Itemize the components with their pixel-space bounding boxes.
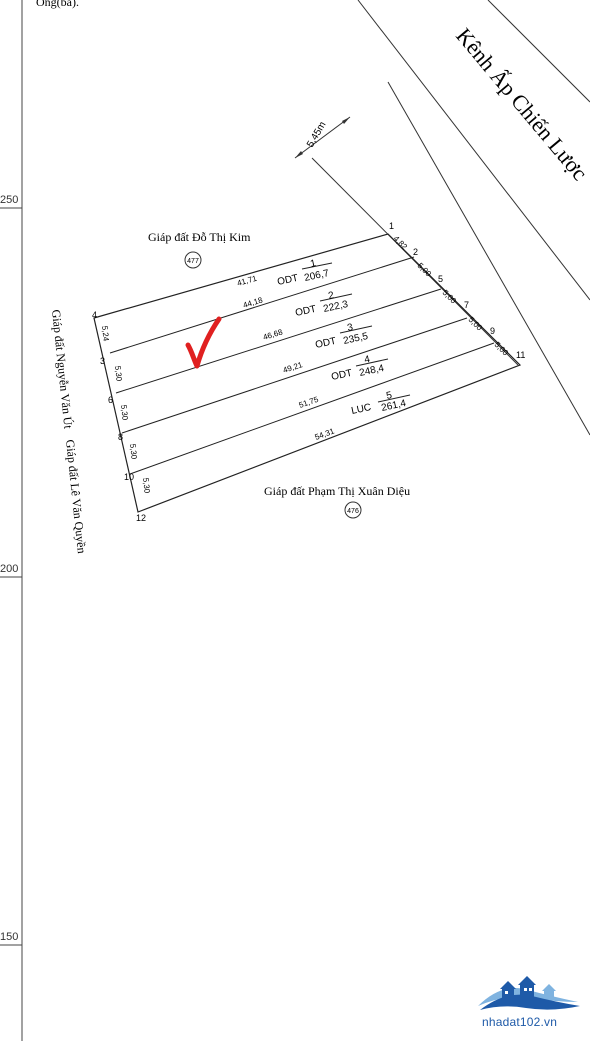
road-width-dimension <box>294 116 351 159</box>
right-width: 4,82 <box>392 234 410 252</box>
house-logo-icon <box>478 976 580 1010</box>
lot-label-2: ODT 2 222,3 <box>294 290 349 319</box>
lot-area: 248,4 <box>358 363 385 379</box>
neighbor-bottom-parcel: 476 <box>347 508 359 515</box>
top-owner-text: Ông(bà). <box>36 0 79 9</box>
label-rule <box>355 358 389 367</box>
point-label: 4 <box>92 310 97 320</box>
label-rule <box>377 394 411 403</box>
point-label: 1 <box>389 221 394 231</box>
point-label: 2 <box>413 247 418 257</box>
label-rule <box>301 262 333 270</box>
lot-label-1: ODT 1 206,7 <box>276 258 330 288</box>
lot-divider <box>129 342 495 475</box>
lot-divider <box>121 317 468 434</box>
lot-area: 235,5 <box>342 331 369 347</box>
parcel-circle <box>184 251 202 269</box>
lot-type: ODT <box>314 336 337 351</box>
road-width-label: 5,45m <box>305 120 328 150</box>
lot-label-3: ODT 3 235,5 <box>314 322 369 351</box>
neighbor-bottom-label: Giáp đất Phạm Thị Xuân Diệu <box>264 484 410 498</box>
point-label: 9 <box>490 326 495 336</box>
neighbor-left-label-1: Giáp đất Nguyễn Văn Út <box>49 309 76 430</box>
arrow-icon <box>295 151 303 158</box>
canal-bank-line <box>387 81 590 436</box>
parcel-outline <box>93 233 522 513</box>
ruler-label: 200 <box>0 563 21 575</box>
lot-number: 4 <box>363 354 371 366</box>
ruler-label: 150 <box>0 931 21 943</box>
right-width: 5,00 <box>441 288 459 306</box>
lot-area: 222,3 <box>322 299 349 315</box>
arrow-icon <box>342 117 350 124</box>
lot-number: 1 <box>309 258 317 270</box>
left-width: 5,30 <box>128 443 139 460</box>
lot-area: 206,7 <box>303 268 330 284</box>
point-label: 8 <box>118 432 123 442</box>
lot-number: 3 <box>346 322 354 334</box>
point-label: 12 <box>136 513 146 523</box>
neighbor-left-label-2: Giáp đất Lê Văn Quyền <box>63 439 89 554</box>
neighbor-top-label: Giáp đất Đỗ Thị Kim <box>148 230 251 244</box>
lot-divider <box>115 288 442 394</box>
lot-number: 5 <box>385 390 393 402</box>
lot-length: 49,21 <box>282 360 304 375</box>
left-width: 5,30 <box>113 365 124 382</box>
right-width: 5,00 <box>467 315 485 333</box>
lot-label-5: LUC 5 261,4 <box>350 390 407 417</box>
lot-divider <box>109 256 415 354</box>
point-label: 11 <box>516 350 525 360</box>
lot-type: ODT <box>294 304 317 319</box>
point-label: 10 <box>124 472 134 482</box>
label-rule <box>339 325 373 334</box>
left-width: 5,24 <box>100 325 111 342</box>
canal-bank-line <box>357 0 590 301</box>
canal-bank-line <box>487 0 590 103</box>
left-width: 5,30 <box>141 477 152 494</box>
label-rule <box>319 293 353 302</box>
point-label: 5 <box>438 274 443 284</box>
lot-area: 261,4 <box>380 398 407 414</box>
ruler-label: 250 <box>0 194 21 206</box>
check-mark-icon <box>185 316 222 369</box>
point-label: 6 <box>108 395 113 405</box>
lot-label-4: ODT 4 248,4 <box>330 354 385 383</box>
lot-length: 41,71 <box>236 274 258 288</box>
left-width: 5,30 <box>119 404 130 421</box>
lot-length: 51,75 <box>298 395 320 410</box>
neighbor-top-parcel: 477 <box>187 258 199 265</box>
logo-text: nhadat102.vn <box>482 1015 558 1029</box>
parcel-circle <box>344 501 362 519</box>
lot-number: 2 <box>327 290 335 302</box>
point-label: 3 <box>100 356 105 366</box>
lot-type: LUC <box>350 402 372 417</box>
canal-label: Kênh Ấp Chiến Lược <box>451 23 590 185</box>
lot-type: ODT <box>330 368 353 383</box>
point-label: 7 <box>464 300 469 310</box>
lot-type: ODT <box>276 273 299 288</box>
